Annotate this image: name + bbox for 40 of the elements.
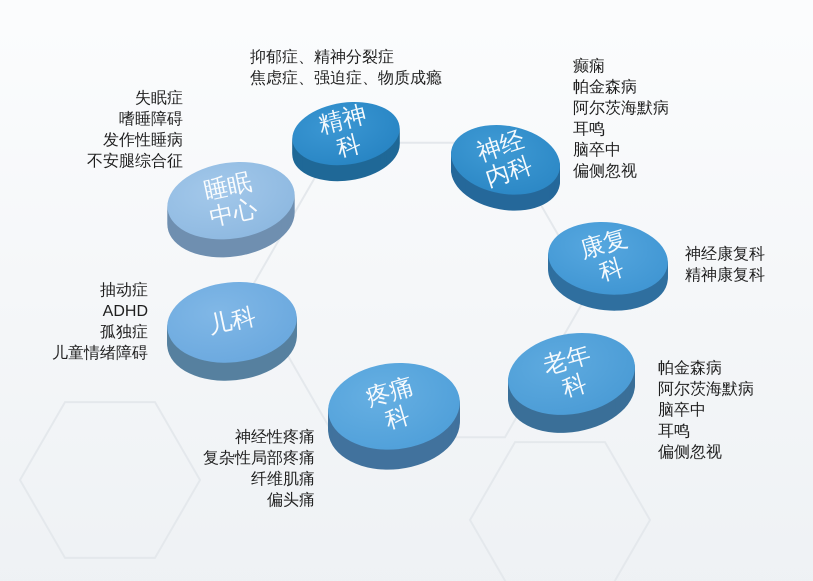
condition-label: 阿尔茨海默病: [573, 98, 669, 119]
department-name: 老年科: [540, 341, 595, 404]
condition-label: 神经性疼痛: [235, 428, 315, 448]
department-disc: [506, 332, 636, 434]
condition-label: 偏侧忽视: [573, 162, 637, 182]
condition-label: 嗜睡障碍: [119, 110, 183, 130]
condition-label: 偏头痛: [267, 490, 315, 511]
department-disc: [291, 101, 401, 184]
condition-label: 纤维肌痛: [251, 470, 315, 490]
condition-label: 神经康复科: [685, 244, 765, 265]
department-name: 精神科: [315, 102, 370, 164]
condition-label: 阿尔茨海默病: [658, 380, 754, 400]
condition-label: 癫痫: [573, 56, 605, 77]
condition-label: 儿童情绪障碍: [52, 344, 148, 364]
condition-label: 脑卒中: [573, 140, 621, 161]
condition-label: 耳鸣: [573, 120, 605, 140]
condition-label: 失眠症: [135, 88, 183, 109]
condition-label: 耳鸣: [658, 422, 690, 442]
condition-label: 帕金森病: [573, 78, 637, 98]
condition-label: 偏侧忽视: [658, 442, 722, 463]
condition-label: 帕金森病: [658, 358, 722, 379]
condition-label: 不安腿综合征: [87, 152, 183, 172]
department-disc: [166, 280, 298, 382]
condition-label: 抑郁症、精神分裂症: [250, 48, 394, 68]
department-name: 康复科: [576, 225, 632, 288]
department-disc: [547, 220, 669, 312]
department-name: 疼痛科: [362, 373, 418, 436]
condition-label: 孤独症: [100, 322, 148, 343]
department-name: 睡眠中心: [200, 169, 261, 233]
condition-label: ADHD: [102, 302, 148, 322]
condition-label: 精神康复科: [685, 266, 765, 286]
condition-label: 焦虑症、强迫症、物质成瘾: [250, 68, 442, 89]
condition-label: 抽动症: [100, 280, 148, 301]
condition-label: 复杂性局部疼痛: [203, 448, 315, 469]
department-name: 神经内科: [472, 126, 537, 194]
department-name: 儿科: [204, 304, 260, 340]
condition-label: 脑卒中: [658, 400, 706, 421]
department-disc: [327, 362, 461, 471]
department-disc: [450, 124, 560, 212]
condition-label: 发作性睡病: [103, 130, 183, 151]
